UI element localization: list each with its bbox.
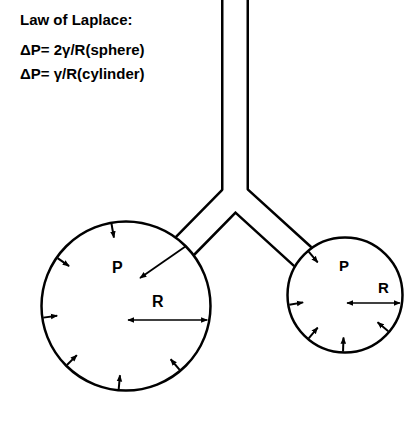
pressure-arrow <box>342 337 344 351</box>
trachea-lumen <box>224 0 247 195</box>
airway-lumen <box>185 195 303 257</box>
pressure-arrow <box>309 252 318 263</box>
pressure-label: P <box>339 258 349 273</box>
flow-arrow <box>140 246 186 278</box>
pressure-arrow <box>112 224 114 238</box>
pressure-arrow <box>378 322 389 331</box>
alveolus-outline <box>40 220 212 392</box>
radius-arrow <box>347 302 400 304</box>
pressure-arrow <box>171 359 180 370</box>
alveolus: PR <box>40 220 212 392</box>
formula: ΔP= 2γ/R(sphere) <box>20 42 145 59</box>
alveolus-wall <box>288 238 403 353</box>
pressure-arrow <box>43 316 57 318</box>
radius-arrow <box>128 319 207 321</box>
alveolus: PR <box>286 236 404 354</box>
alveolus-outline <box>286 236 404 354</box>
pressure-arrow <box>309 328 318 339</box>
law-title: Law of Laplace: <box>20 12 133 29</box>
airway-tube <box>185 195 303 257</box>
formula: ΔP= γ/R(cylinder) <box>20 66 145 83</box>
airway-wall <box>185 195 303 257</box>
alveolus-wall <box>42 222 211 391</box>
pressure-arrow <box>119 375 120 389</box>
radius-label: R <box>378 280 389 295</box>
pressure-arrow <box>289 302 303 304</box>
radius-label: R <box>152 294 164 310</box>
pressure-label: P <box>112 260 123 276</box>
pressure-arrow <box>58 258 69 266</box>
trachea-wall <box>221 0 249 195</box>
pressure-arrow <box>67 355 77 365</box>
